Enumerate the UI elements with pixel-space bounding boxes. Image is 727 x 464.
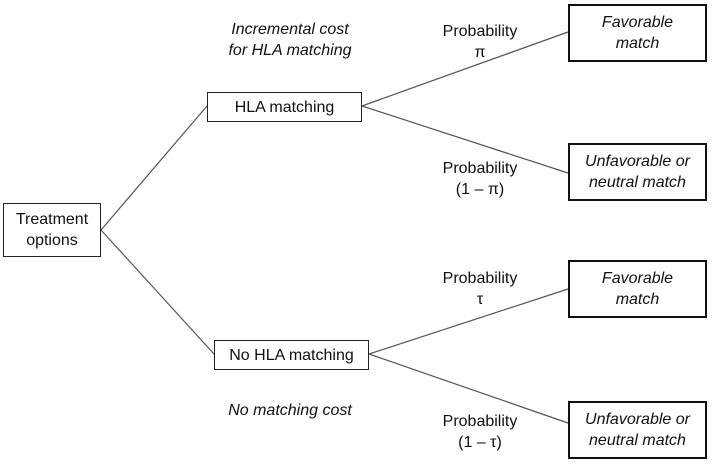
outcome-hla-unfavorable: Unfavorable or neutral match [568, 143, 707, 201]
node-no-hla-matching-label: No HLA matching [229, 346, 354, 364]
edge-hla-unfavorable [361, 105, 569, 174]
probability-label-tau: Probability τ [442, 270, 518, 308]
probability-label-one-minus-pi: Probability (1 – π) [442, 160, 518, 198]
node-hla-matching: HLA matching [207, 92, 362, 122]
probability-label-pi: Probability π [442, 23, 518, 61]
probability-label-one-minus-tau: Probability (1 – τ) [442, 413, 518, 451]
cost-label-hla: Incremental cost for HLA matching [228, 21, 352, 59]
edge-root-nohla [100, 229, 215, 355]
outcome-nohla-favorable: Favorable match [568, 260, 707, 318]
outcome-nohla-favorable-label: Favorable match [601, 270, 674, 308]
node-treatment-options: Treatment options [3, 203, 101, 257]
node-no-hla-matching: No HLA matching [214, 340, 369, 370]
edge-hla-favorable [361, 31, 569, 107]
edge-nohla-favorable [368, 288, 569, 355]
outcome-nohla-unfavorable: Unfavorable or neutral match [568, 401, 707, 459]
cost-label-no-hla: No matching cost [228, 402, 352, 419]
node-treatment-options-label: Treatment options [15, 211, 89, 249]
outcome-nohla-unfavorable-label: Unfavorable or neutral match [585, 411, 690, 449]
node-hla-matching-label: HLA matching [234, 98, 335, 116]
outcome-hla-favorable: Favorable match [568, 4, 707, 62]
outcome-hla-favorable-label: Favorable match [601, 14, 674, 52]
edge-nohla-unfavorable [368, 353, 569, 424]
edge-root-hla [100, 105, 208, 231]
outcome-hla-unfavorable-label: Unfavorable or neutral match [585, 153, 690, 191]
